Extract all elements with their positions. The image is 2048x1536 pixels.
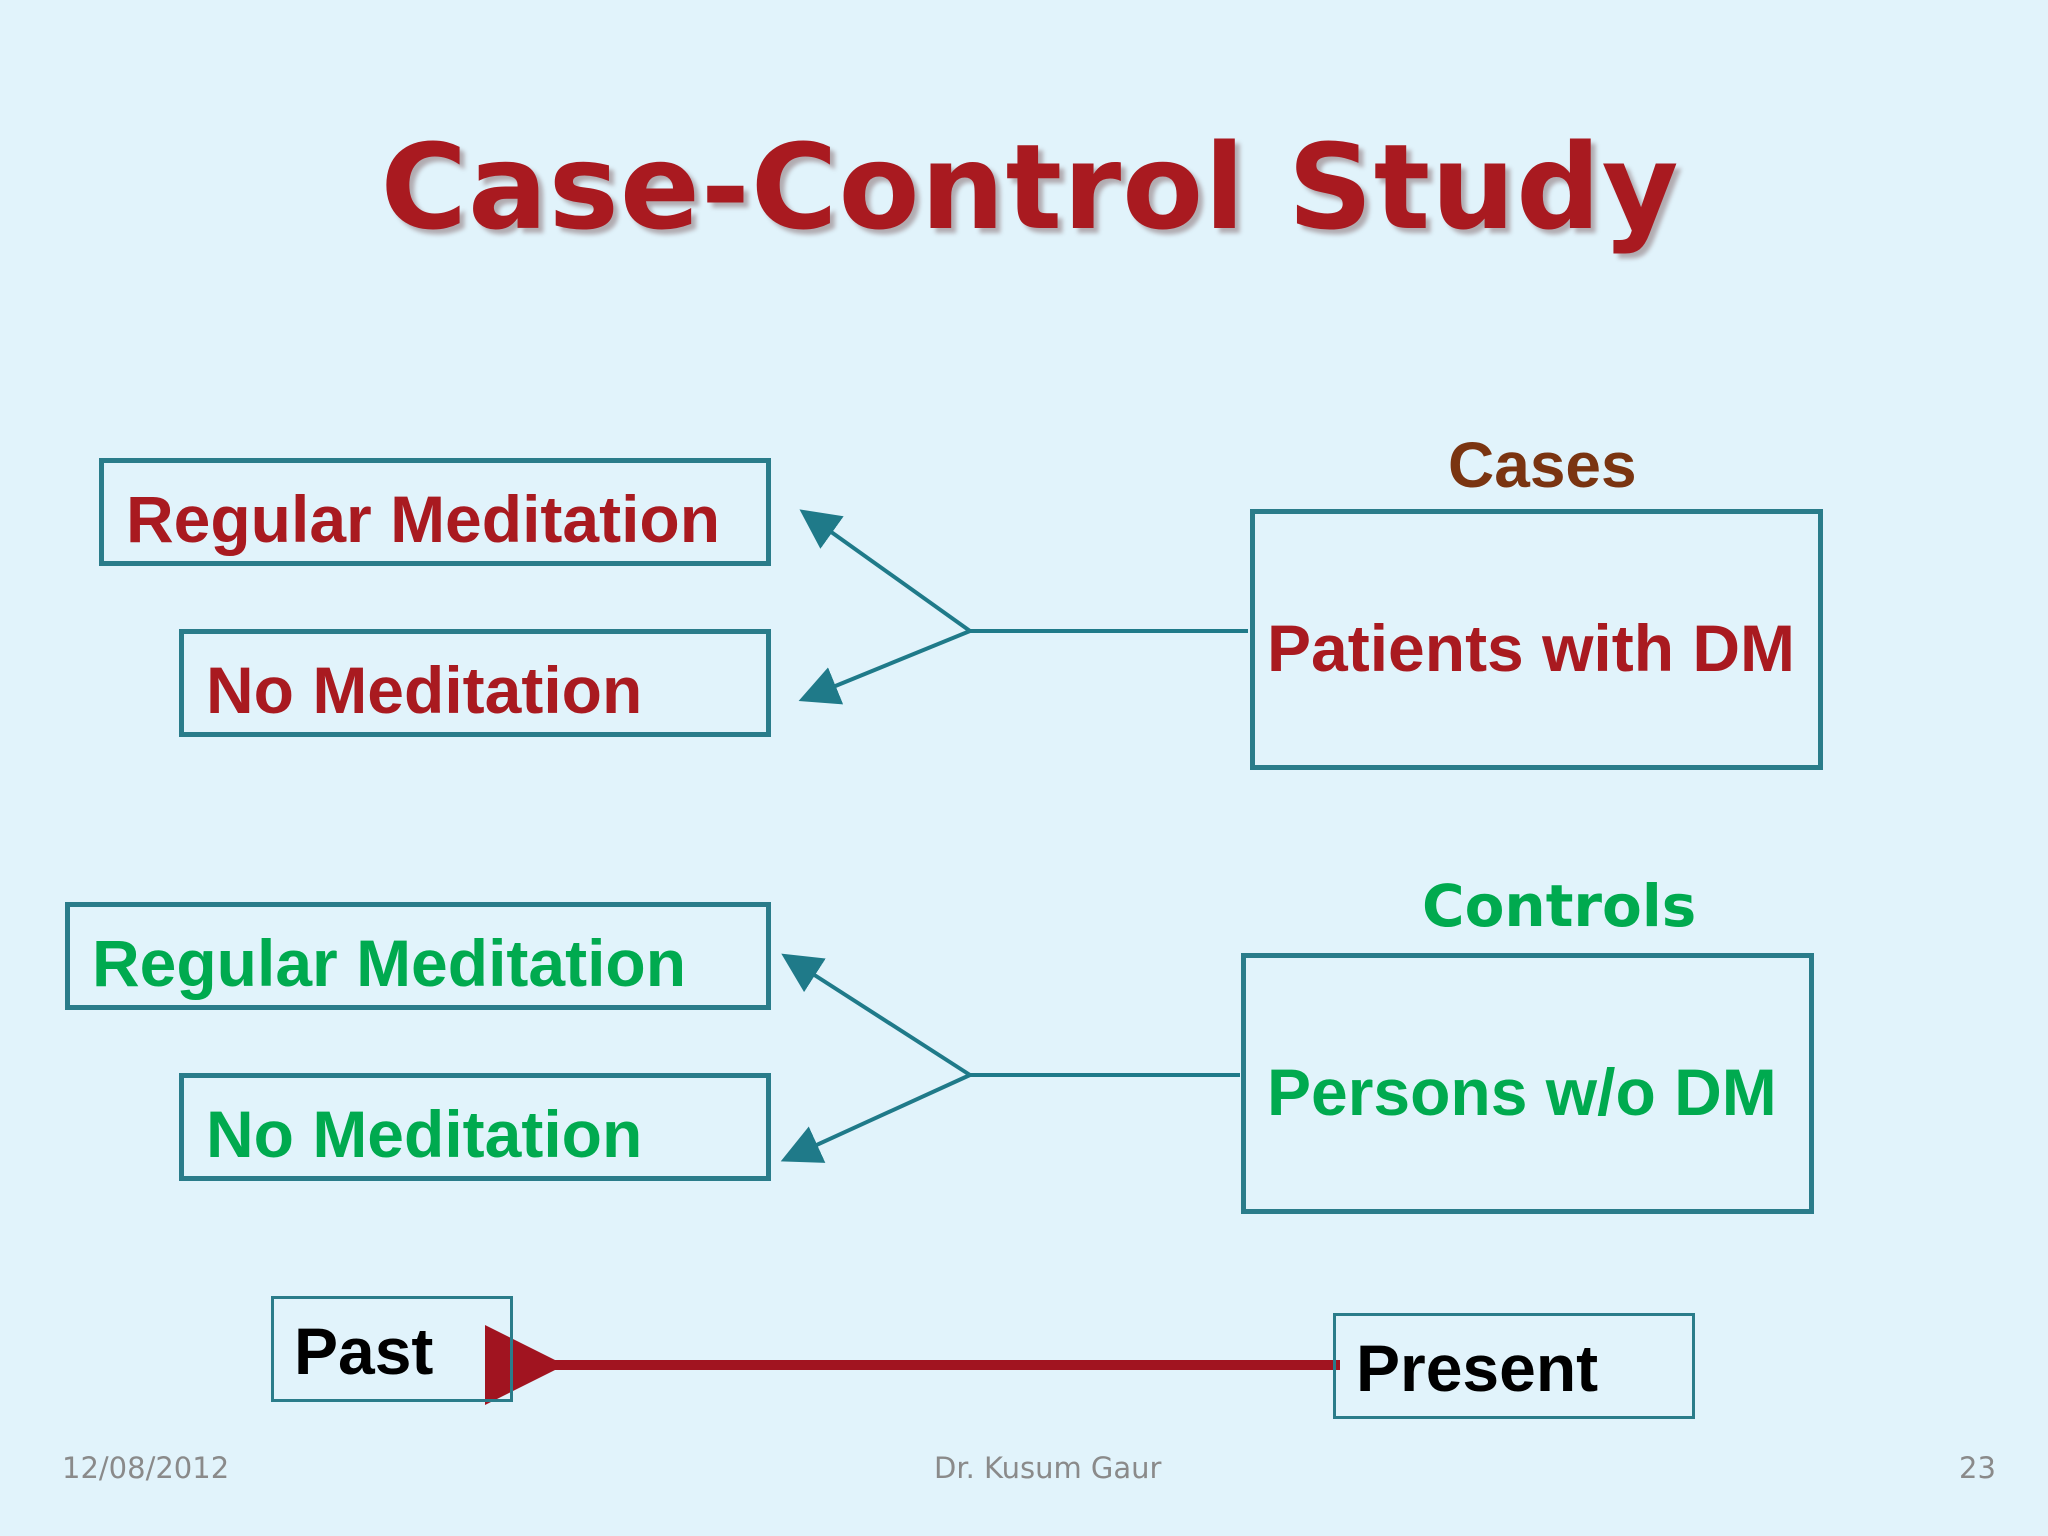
- past-label: Past: [294, 1314, 434, 1388]
- controls-no-arrow: [780, 1073, 971, 1163]
- controls-group-box: Persons w/o DM: [1241, 953, 1814, 1214]
- cases-group-label: Patients with DM: [1267, 611, 1796, 685]
- footer-date: 12/08/2012: [62, 1451, 230, 1485]
- controls-no-meditation-box: No Meditation: [179, 1073, 771, 1181]
- cases-group-box: Patients with DM: [1250, 509, 1823, 770]
- cases-regular-meditation-box: Regular Meditation: [99, 458, 771, 566]
- present-box: Present: [1333, 1313, 1695, 1419]
- cases-no-arrow: [798, 629, 971, 705]
- past-box: Past: [271, 1296, 513, 1402]
- cases-regular-arrow: [799, 509, 972, 633]
- controls-regular-meditation-label: Regular Meditation: [92, 926, 687, 1000]
- footer-page-number: 23: [1959, 1451, 1996, 1485]
- cases-no-meditation-label: No Meditation: [206, 653, 643, 727]
- present-label: Present: [1356, 1331, 1599, 1405]
- cases-heading: Cases: [1448, 429, 1637, 501]
- controls-heading: Controls: [1422, 872, 1697, 940]
- controls-regular-arrow: [781, 953, 972, 1077]
- controls-group-label: Persons w/o DM: [1267, 1055, 1777, 1129]
- footer-author: Dr. Kusum Gaur: [934, 1451, 1162, 1485]
- controls-regular-meditation-box: Regular Meditation: [65, 902, 771, 1010]
- slide-title: Case-Control Study: [380, 118, 1680, 256]
- controls-no-meditation-label: No Meditation: [206, 1097, 643, 1171]
- cases-regular-meditation-label: Regular Meditation: [126, 482, 721, 556]
- cases-no-meditation-box: No Meditation: [179, 629, 771, 737]
